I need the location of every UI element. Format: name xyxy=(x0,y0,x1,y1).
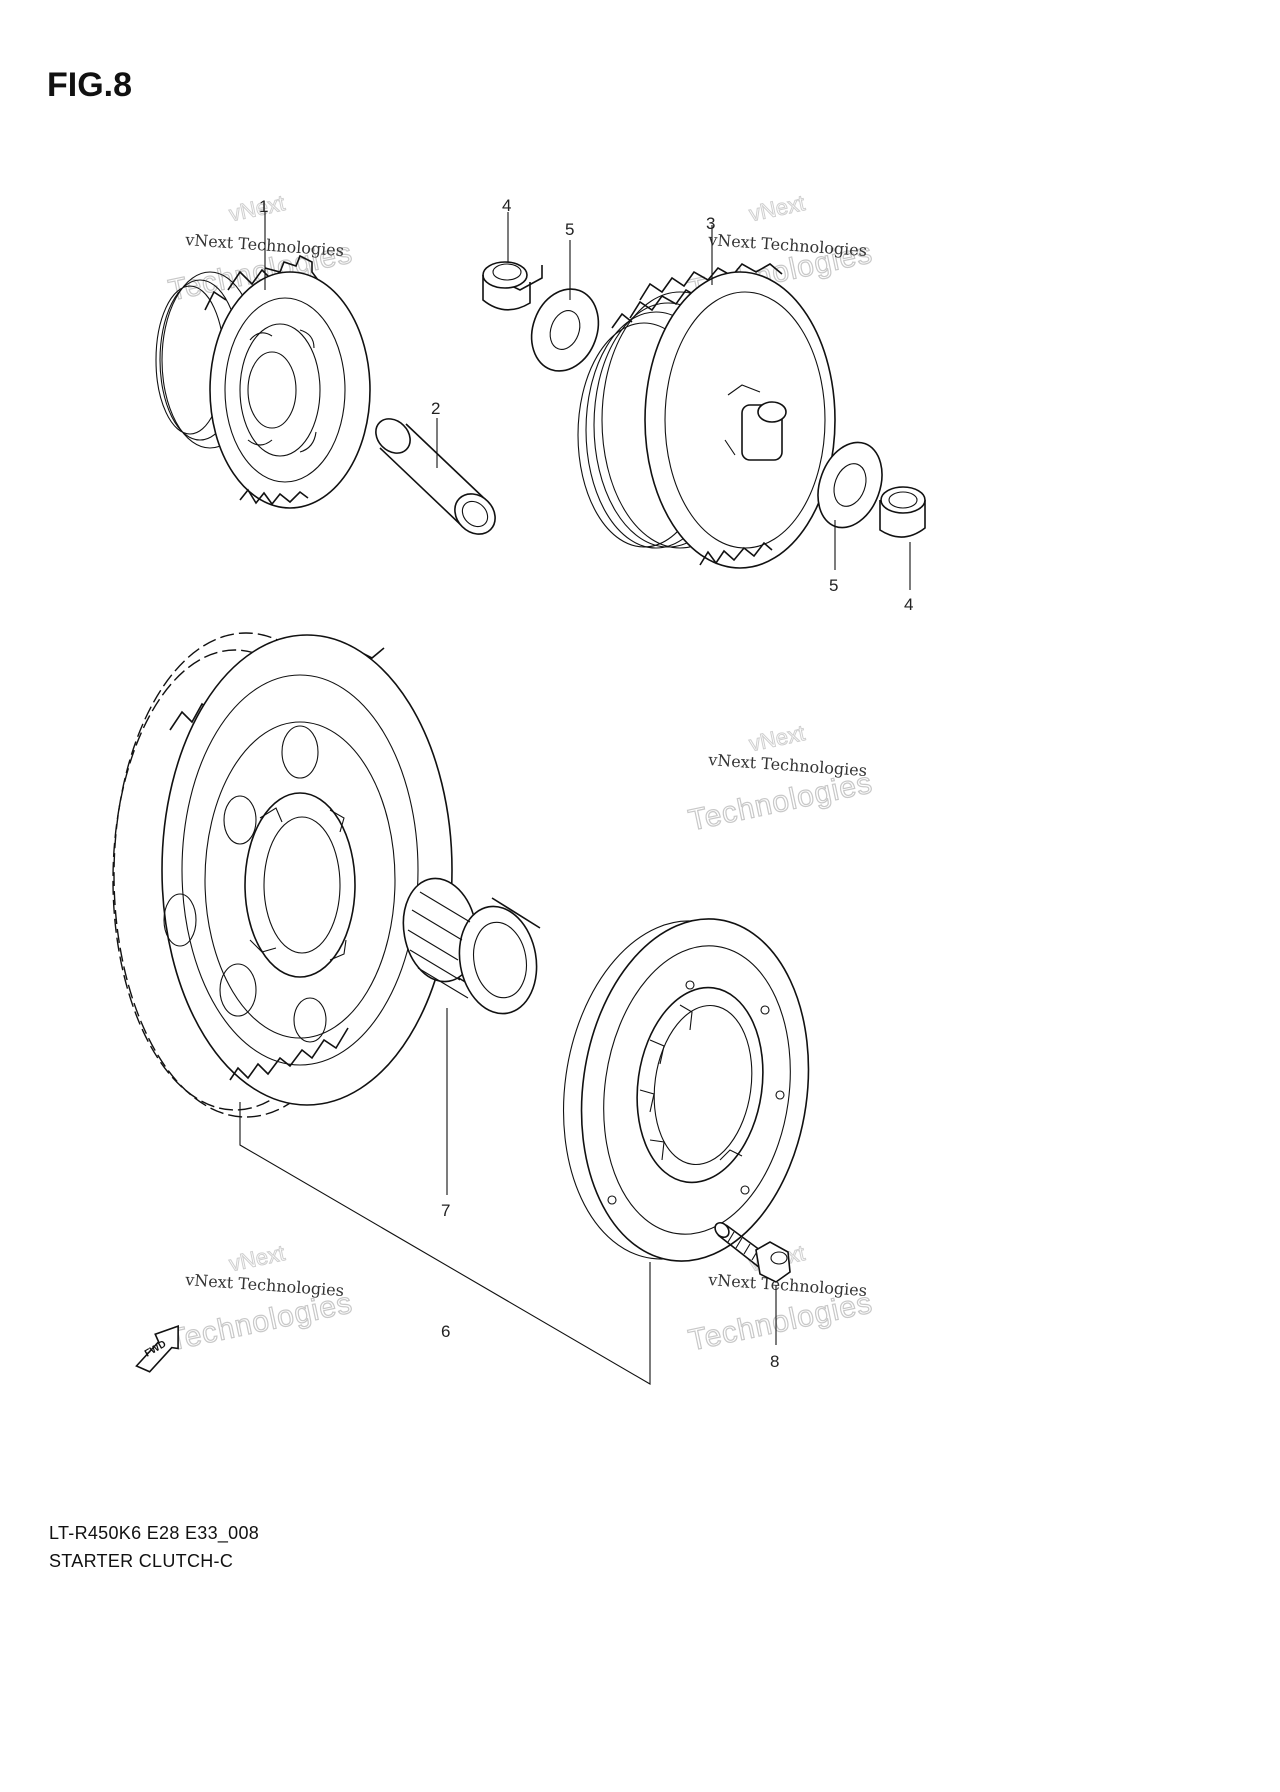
figure-code: LT-R450K6 E28 E33_008 xyxy=(49,1523,260,1543)
callout-3: 3 xyxy=(706,214,715,233)
svg-text:vNext: vNext xyxy=(747,720,807,756)
figure-title: FIG.8 xyxy=(47,66,133,104)
one-way-clutch xyxy=(562,918,810,1262)
callout-5-lower: 5 xyxy=(829,576,838,595)
part-3-clutch-assembly xyxy=(577,262,836,569)
forward-arrow-icon: FWD xyxy=(135,1325,179,1373)
callout-1: 1 xyxy=(259,197,268,216)
part-5-washer-upper xyxy=(530,288,600,372)
callout-5-upper: 5 xyxy=(565,220,574,239)
figure-name: STARTER CLUTCH-C xyxy=(49,1551,234,1571)
callout-8: 8 xyxy=(770,1352,779,1371)
part-1-gear xyxy=(155,254,371,509)
starter-driven-gear xyxy=(112,632,453,1118)
part-7-needle-bearing xyxy=(402,877,541,1015)
watermark-text-5: vNext Technologies xyxy=(184,1270,345,1300)
callout-4-upper: 4 xyxy=(502,196,511,215)
part-4-bushing-lower xyxy=(879,486,926,538)
svg-text:vNext: vNext xyxy=(227,190,287,226)
svg-text:vNext: vNext xyxy=(227,1240,287,1276)
callout-6: 6 xyxy=(441,1322,450,1341)
part-8-bolt xyxy=(714,1221,791,1283)
callout-2: 2 xyxy=(431,399,440,418)
leader-lines xyxy=(239,212,911,1385)
watermark-text-4: vNext Technologies xyxy=(707,750,868,780)
callout-4-lower: 4 xyxy=(904,595,913,614)
callout-7: 7 xyxy=(441,1201,450,1220)
part-2-shaft xyxy=(375,418,496,535)
svg-text:vNext: vNext xyxy=(747,190,807,226)
part-5-washer-lower xyxy=(817,441,883,529)
part-4-bushing-upper xyxy=(482,261,543,311)
